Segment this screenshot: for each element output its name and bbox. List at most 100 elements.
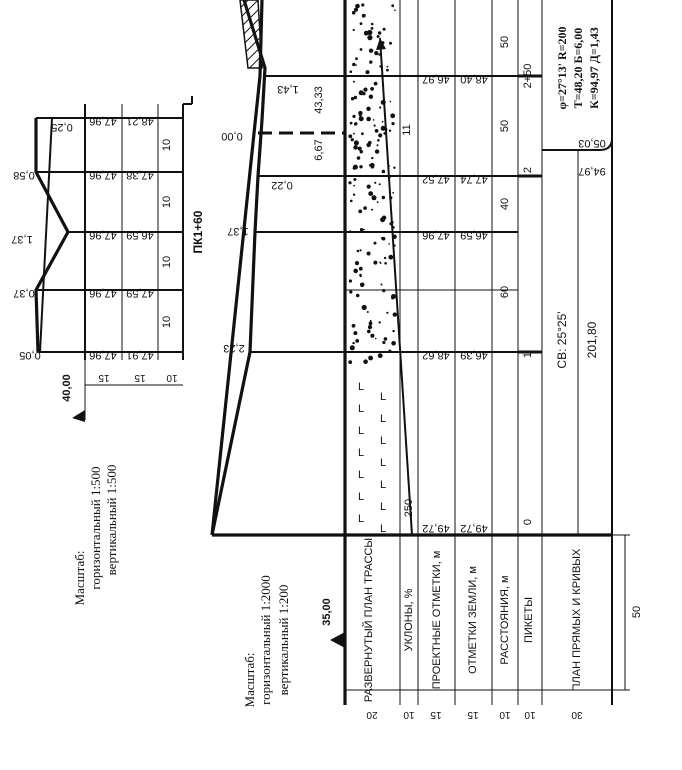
work-mark-3: 0,22 <box>271 179 292 191</box>
texture-dot <box>353 331 358 336</box>
curve-params-1: φ=27°13' R=200 <box>555 27 569 110</box>
main-scale-vertical: вертикальный 1:200 <box>276 585 291 696</box>
slope-value-2: 11 <box>401 124 413 135</box>
texture-dot <box>378 183 381 186</box>
texture-dot <box>378 321 381 324</box>
left-scale-vertical: вертикальный 1:500 <box>104 465 119 576</box>
texture-dot <box>365 70 370 75</box>
texture-dot <box>368 355 373 361</box>
texture-dot <box>377 353 383 359</box>
texture-dot <box>389 196 393 200</box>
left-distance-3: 10 <box>161 196 173 208</box>
row-height-6: 10 <box>524 709 536 720</box>
texture-dot <box>355 339 360 343</box>
texture-dot <box>379 106 382 109</box>
texture-dot <box>392 234 397 240</box>
texture-dot <box>382 27 386 31</box>
texture-dot <box>359 22 363 25</box>
texture-dot <box>350 97 355 101</box>
left-design-line <box>39 117 53 353</box>
texture-dot <box>373 241 377 245</box>
texture-dot <box>374 149 380 154</box>
texture-dot <box>388 175 391 178</box>
ground-elev-4: 47,74 <box>460 173 488 185</box>
texture-dot <box>367 325 373 330</box>
texture-dot <box>348 360 353 364</box>
texture-dot <box>379 65 382 68</box>
soil-mark: L <box>380 435 386 447</box>
left-distance-1: 10 <box>161 316 173 328</box>
total-height: 50 <box>631 606 643 618</box>
texture-dot <box>359 282 365 288</box>
texture-dot <box>370 22 374 26</box>
curve-params-3: К=94,97 Д=1,43 <box>587 27 601 109</box>
left-ground-elev-2: 47,96 <box>89 287 117 299</box>
work-mark-1: 2,23 <box>223 342 244 354</box>
texture-dot <box>359 273 362 277</box>
design-elev-5: 46,97 <box>422 73 450 85</box>
texture-dot <box>353 268 359 274</box>
texture-dot <box>378 53 381 56</box>
texture-dot <box>391 226 395 229</box>
left-ground-elev-1: 47,96 <box>89 349 117 361</box>
texture-dot <box>358 209 363 214</box>
left-scale-title: Масштаб: <box>72 551 87 606</box>
texture-dot <box>367 29 373 36</box>
texture-dot <box>373 81 378 86</box>
ground-elev-2: 46,39 <box>460 349 488 361</box>
texture-dot <box>361 3 365 7</box>
soil-mark: L <box>358 447 364 459</box>
texture-dot <box>369 320 372 322</box>
texture-dot <box>369 60 373 64</box>
texture-dot <box>352 80 355 83</box>
texture-dot <box>359 249 362 252</box>
texture-dot <box>390 113 396 119</box>
texture-dot <box>349 121 353 125</box>
texture-dot <box>358 113 362 117</box>
soil-mark: L <box>358 381 364 393</box>
texture-dot <box>392 312 397 317</box>
texture-dot <box>370 164 375 169</box>
left-design-elev-3: 46,59 <box>126 229 154 241</box>
soil-mark: L <box>358 403 364 415</box>
texture-dot <box>394 9 396 11</box>
soil-mark: L <box>358 513 364 525</box>
texture-dot <box>368 321 373 326</box>
picket-0: 0 <box>522 519 534 525</box>
texture-dot <box>388 349 392 353</box>
texture-dot <box>349 70 353 73</box>
design-elev-3: 47,96 <box>422 229 450 241</box>
left-row-height-3: 10 <box>166 372 178 383</box>
row-height-1: 20 <box>366 709 378 720</box>
texture-dot <box>353 140 359 146</box>
texture-dot <box>392 329 395 333</box>
texture-dot <box>368 94 374 99</box>
texture-dot <box>359 165 363 169</box>
main-ref-elevation: 35,00 <box>321 598 333 626</box>
soil-mark: L <box>380 391 386 403</box>
row-label-distances: РАССТОЯНИЯ, м <box>499 575 511 664</box>
picket-1: 1 <box>522 352 534 358</box>
left-scale-horizontal: горизонтальный 1:500 <box>88 466 103 589</box>
texture-dot <box>389 41 392 45</box>
left-ref-elevation: 40,00 <box>61 374 73 402</box>
row-height-2: 10 <box>403 709 415 720</box>
left-ground-elev-4: 47,96 <box>89 169 117 181</box>
design-elev-4: 47,52 <box>422 173 450 185</box>
texture-dot <box>363 228 365 231</box>
main-design-line <box>210 0 264 536</box>
ground-elev-3: 46,59 <box>460 229 488 241</box>
texture-dot <box>386 65 389 68</box>
distance-3: 50 <box>499 120 511 132</box>
texture-dot <box>361 132 364 136</box>
texture-dot <box>383 337 388 341</box>
texture-dot <box>377 31 382 35</box>
texture-dot <box>352 341 355 345</box>
texture-dot <box>376 144 379 147</box>
texture-dot <box>368 191 374 197</box>
texture-dot <box>349 345 355 351</box>
distance-1: 60 <box>499 286 511 298</box>
texture-dot <box>384 262 387 265</box>
left-mark-1: 0,05 <box>19 349 40 361</box>
row-height-5: 10 <box>499 709 511 720</box>
